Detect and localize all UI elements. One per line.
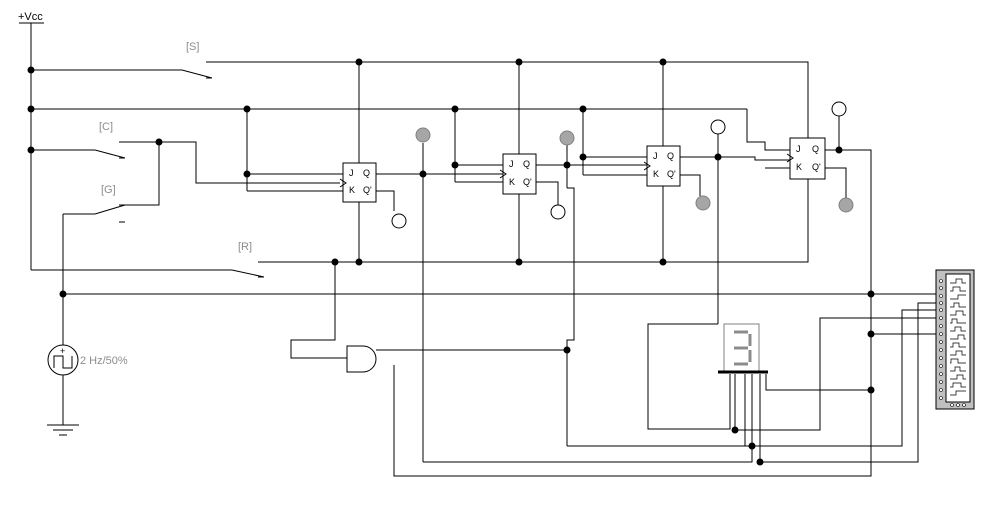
svg-text:Q': Q' [363,185,372,195]
logic-analyzer[interactable] [935,269,975,410]
jk-flip-flop-4[interactable]: J K Q Q' [786,137,826,180]
switch-g-label: [G] [101,184,116,196]
svg-text:Q: Q [523,159,530,169]
svg-text:Q: Q [667,151,674,161]
switch-s[interactable]: [S] [31,41,213,79]
probe-q4bar [838,197,854,213]
probe-q3bar [695,195,711,211]
svg-text:Q': Q' [812,162,821,172]
svg-text:K: K [796,162,802,172]
switch-c[interactable]: [C] [31,121,126,159]
switch-r[interactable]: [R] [31,241,265,278]
junction-dots [27,58,875,466]
switch-r-label: [R] [238,241,252,253]
svg-text:Q': Q' [667,169,676,179]
probe-q3 [710,119,726,135]
svg-text:Q: Q [363,168,370,178]
switch-g[interactable]: [G] [63,184,126,223]
svg-text:Q: Q [812,144,819,154]
svg-text:J: J [509,159,514,169]
probe-q2 [559,130,575,146]
probe-q1bar [391,213,407,229]
switch-s-label: [S] [186,41,199,53]
svg-text:J: J [796,144,801,154]
svg-text:J: J [653,151,658,161]
svg-text:K: K [653,169,659,179]
switch-c-label: [C] [99,121,113,133]
probe-q4 [831,101,847,117]
jk-flip-flop-2[interactable]: J K Q Q' [499,153,537,195]
svg-text:K: K [509,177,515,187]
and-gate[interactable] [346,345,377,373]
vcc-label: +Vcc [18,11,43,23]
svg-text:K: K [349,185,355,195]
svg-text:Q': Q' [523,177,532,187]
svg-text:J: J [349,168,354,178]
seven-segment-display: 3 [718,323,768,374]
jk-flip-flop-1[interactable]: J K Q Q' [339,162,377,203]
clock-label: 2 Hz/50% [80,355,128,367]
clock-source[interactable]: + 2 Hz/50% [47,344,128,376]
probe-q1 [415,127,431,143]
ground-symbol [47,424,79,436]
svg-text:+: + [60,346,65,356]
probe-q2bar [550,204,566,220]
jk-flip-flop-3[interactable]: J K Q Q' [643,145,681,187]
vcc-source[interactable]: +Vcc [18,11,44,24]
